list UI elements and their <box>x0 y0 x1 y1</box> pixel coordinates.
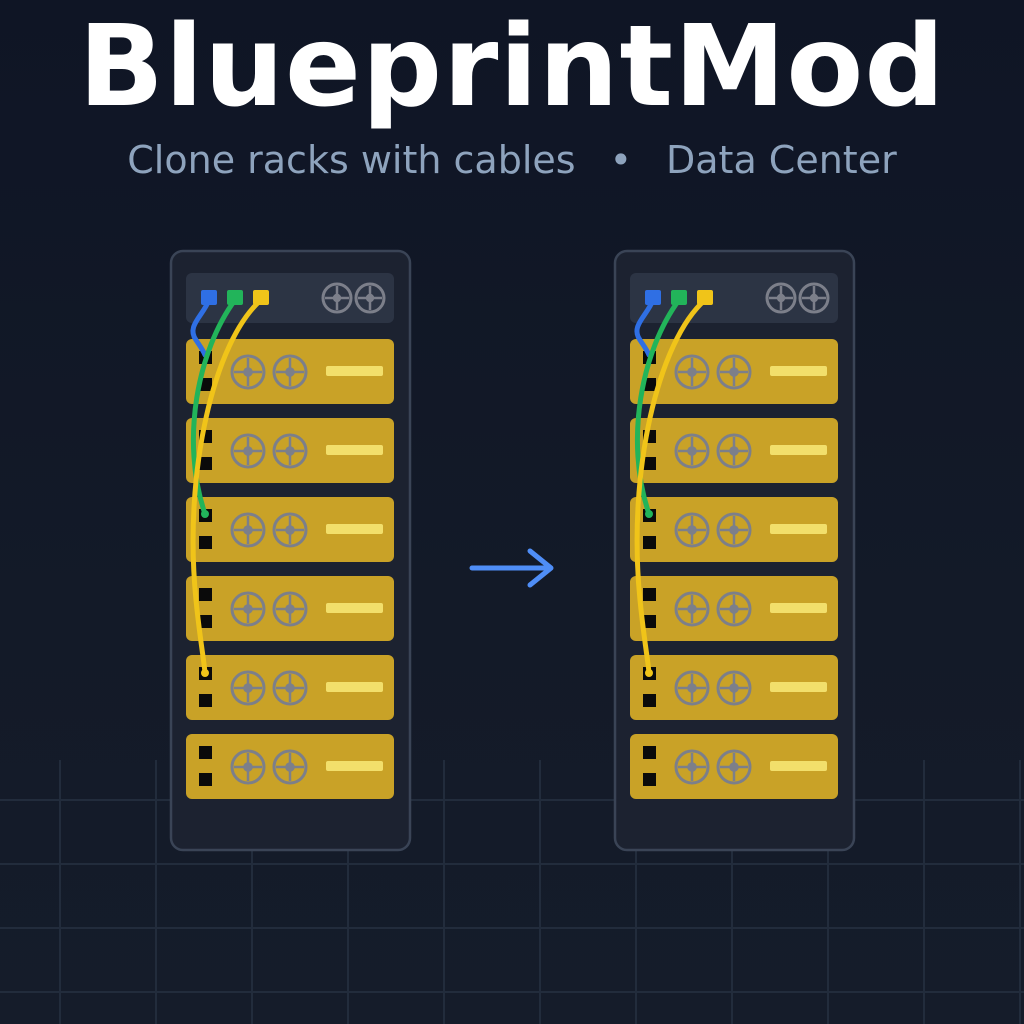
server-unit <box>630 339 838 404</box>
server-fan-icon <box>674 512 710 548</box>
green-plug-icon <box>671 290 687 305</box>
yellow-cable <box>190 297 264 676</box>
port-icon <box>643 746 656 759</box>
server-fan-icon <box>230 354 266 390</box>
server-fan-icon <box>716 433 752 469</box>
port-icon <box>199 457 212 470</box>
port-icon <box>199 746 212 759</box>
cloned-rack <box>613 249 856 852</box>
page-title: BlueprintMod <box>78 2 946 132</box>
server-status-bar <box>326 366 383 376</box>
port-icon <box>199 615 212 628</box>
server-unit <box>630 655 838 720</box>
blue-cable <box>190 297 212 358</box>
server-fan-icon <box>674 354 710 390</box>
cable-group <box>634 297 708 676</box>
port-icon <box>643 773 656 786</box>
port-icon <box>199 588 212 601</box>
server-unit <box>186 734 394 799</box>
server-fan-icon <box>272 749 308 785</box>
port-icon <box>643 588 656 601</box>
server-unit <box>186 576 394 641</box>
subtitle-right: Data Center <box>666 138 897 182</box>
blue-cable <box>634 297 656 358</box>
server-fan-icon <box>272 512 308 548</box>
server-status-bar <box>770 524 827 534</box>
rack-fan-icon <box>798 282 830 314</box>
server-status-bar <box>770 366 827 376</box>
server-fan-icon <box>674 749 710 785</box>
server-fan-icon <box>716 591 752 627</box>
server-unit <box>186 418 394 483</box>
server-unit <box>186 339 394 404</box>
server-fan-icon <box>230 670 266 706</box>
port-icon <box>199 694 212 707</box>
right-arrow-icon <box>469 548 554 588</box>
server-fan-icon <box>230 433 266 469</box>
server-status-bar <box>326 524 383 534</box>
server-fan-icon <box>716 670 752 706</box>
source-rack <box>169 249 412 852</box>
cable-end <box>645 669 653 677</box>
cable-end <box>201 510 209 518</box>
server-unit <box>630 418 838 483</box>
server-status-bar <box>326 445 383 455</box>
page-subtitle: Clone racks with cables • Data Center <box>0 136 1024 184</box>
server-fan-icon <box>674 433 710 469</box>
cable-end <box>645 510 653 518</box>
server-fan-icon <box>674 670 710 706</box>
port-icon <box>199 536 212 549</box>
server-status-bar <box>326 603 383 613</box>
floor-grid <box>0 760 1024 1024</box>
server-unit <box>630 734 838 799</box>
server-status-bar <box>770 761 827 771</box>
server-fan-icon <box>272 591 308 627</box>
yellow-plug-icon <box>697 290 713 305</box>
server-fan-icon <box>716 512 752 548</box>
port-icon <box>643 457 656 470</box>
cable-end <box>201 669 209 677</box>
rack-fan-icon <box>765 282 797 314</box>
subtitle-left: Clone racks with cables <box>127 138 576 182</box>
server-fan-icon <box>716 354 752 390</box>
port-icon <box>199 773 212 786</box>
subtitle-separator: • <box>609 138 632 182</box>
port-icon <box>643 536 656 549</box>
server-status-bar <box>326 682 383 692</box>
server-fan-icon <box>272 670 308 706</box>
port-icon <box>643 694 656 707</box>
server-status-bar <box>770 445 827 455</box>
server-fan-icon <box>716 749 752 785</box>
server-status-bar <box>770 682 827 692</box>
yellow-plug-icon <box>253 290 269 305</box>
cable-group <box>190 297 264 676</box>
server-status-bar <box>770 603 827 613</box>
port-icon <box>643 615 656 628</box>
yellow-cable <box>634 297 708 676</box>
server-fan-icon <box>674 591 710 627</box>
server-status-bar <box>326 761 383 771</box>
racks-layer <box>169 249 856 852</box>
server-unit <box>186 497 394 562</box>
server-fan-icon <box>230 591 266 627</box>
server-unit <box>630 576 838 641</box>
server-fan-icon <box>272 354 308 390</box>
blue-plug-icon <box>645 290 661 305</box>
server-unit <box>186 655 394 720</box>
rack-fan-icon <box>321 282 353 314</box>
green-plug-icon <box>227 290 243 305</box>
server-fan-icon <box>230 512 266 548</box>
server-unit <box>630 497 838 562</box>
rack-fan-icon <box>354 282 386 314</box>
blue-plug-icon <box>201 290 217 305</box>
server-fan-icon <box>272 433 308 469</box>
server-fan-icon <box>230 749 266 785</box>
